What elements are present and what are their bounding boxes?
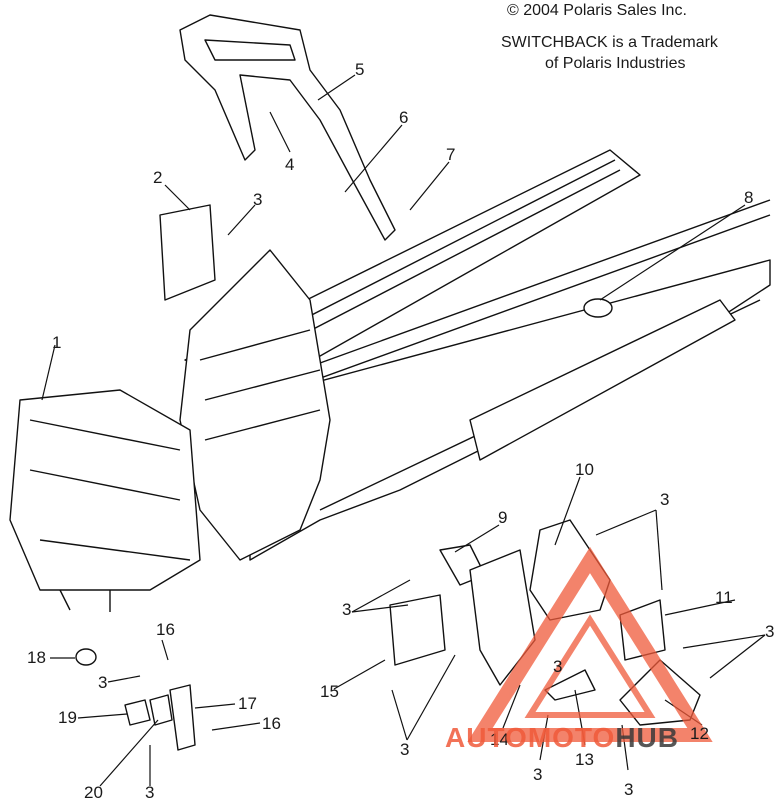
callout-3h: 3 bbox=[624, 780, 634, 799]
callout-16a: 16 bbox=[156, 620, 175, 639]
steering-post bbox=[179, 14, 396, 241]
grommet-part-8 bbox=[583, 298, 613, 318]
plate-part-2 bbox=[159, 204, 216, 301]
bracket-part-19 bbox=[124, 699, 151, 726]
callout-3g: 3 bbox=[533, 765, 543, 784]
bracket-part-10 bbox=[529, 519, 611, 621]
front-frame bbox=[9, 389, 201, 591]
callout-3f: 3 bbox=[553, 657, 563, 676]
callout-13: 13 bbox=[575, 750, 594, 769]
watermark-triangle-icon bbox=[467, 546, 713, 742]
callout-1: 1 bbox=[52, 333, 62, 352]
callout-4: 4 bbox=[285, 155, 295, 174]
watermark-logo: AUTOMOTOHUB bbox=[445, 722, 679, 753]
callout-19: 19 bbox=[58, 708, 77, 727]
callout-5: 5 bbox=[355, 60, 365, 79]
callout-16b: 16 bbox=[262, 714, 281, 733]
callout-3c: 3 bbox=[765, 622, 774, 641]
trademark-owner-line: of Polaris Industries bbox=[545, 55, 686, 72]
callout-14: 14 bbox=[490, 730, 509, 749]
callout-3e: 3 bbox=[400, 740, 410, 759]
trademark-line: SWITCHBACK is a Trademark bbox=[501, 34, 718, 51]
callout-10: 10 bbox=[575, 460, 594, 479]
callout-3j: 3 bbox=[145, 783, 155, 802]
callout-17: 17 bbox=[238, 694, 257, 713]
cover-part-15 bbox=[389, 594, 446, 666]
leader-lines bbox=[41, 74, 766, 787]
plate-part-13 bbox=[544, 669, 596, 701]
callout-2: 2 bbox=[153, 168, 163, 187]
callout-3i: 3 bbox=[98, 673, 108, 692]
callout-8: 8 bbox=[744, 188, 754, 207]
grommet-part-18 bbox=[75, 648, 97, 666]
running-board bbox=[469, 299, 736, 461]
callout-3b: 3 bbox=[660, 490, 670, 509]
callout-11: 11 bbox=[715, 588, 733, 607]
callout-3d: 3 bbox=[342, 600, 352, 619]
callout-7: 7 bbox=[446, 145, 456, 164]
callout-12: 12 bbox=[690, 724, 709, 743]
bracket-part-17 bbox=[169, 684, 196, 751]
callout-15: 15 bbox=[320, 682, 339, 701]
bracket-part-20 bbox=[149, 694, 173, 726]
callout-9: 9 bbox=[498, 508, 508, 527]
copyright-line: © 2004 Polaris Sales Inc. bbox=[507, 2, 687, 19]
callout-18: 18 bbox=[27, 648, 46, 667]
callout-20: 20 bbox=[84, 783, 103, 802]
callout-3: 3 bbox=[253, 190, 263, 209]
callout-6: 6 bbox=[399, 108, 409, 127]
